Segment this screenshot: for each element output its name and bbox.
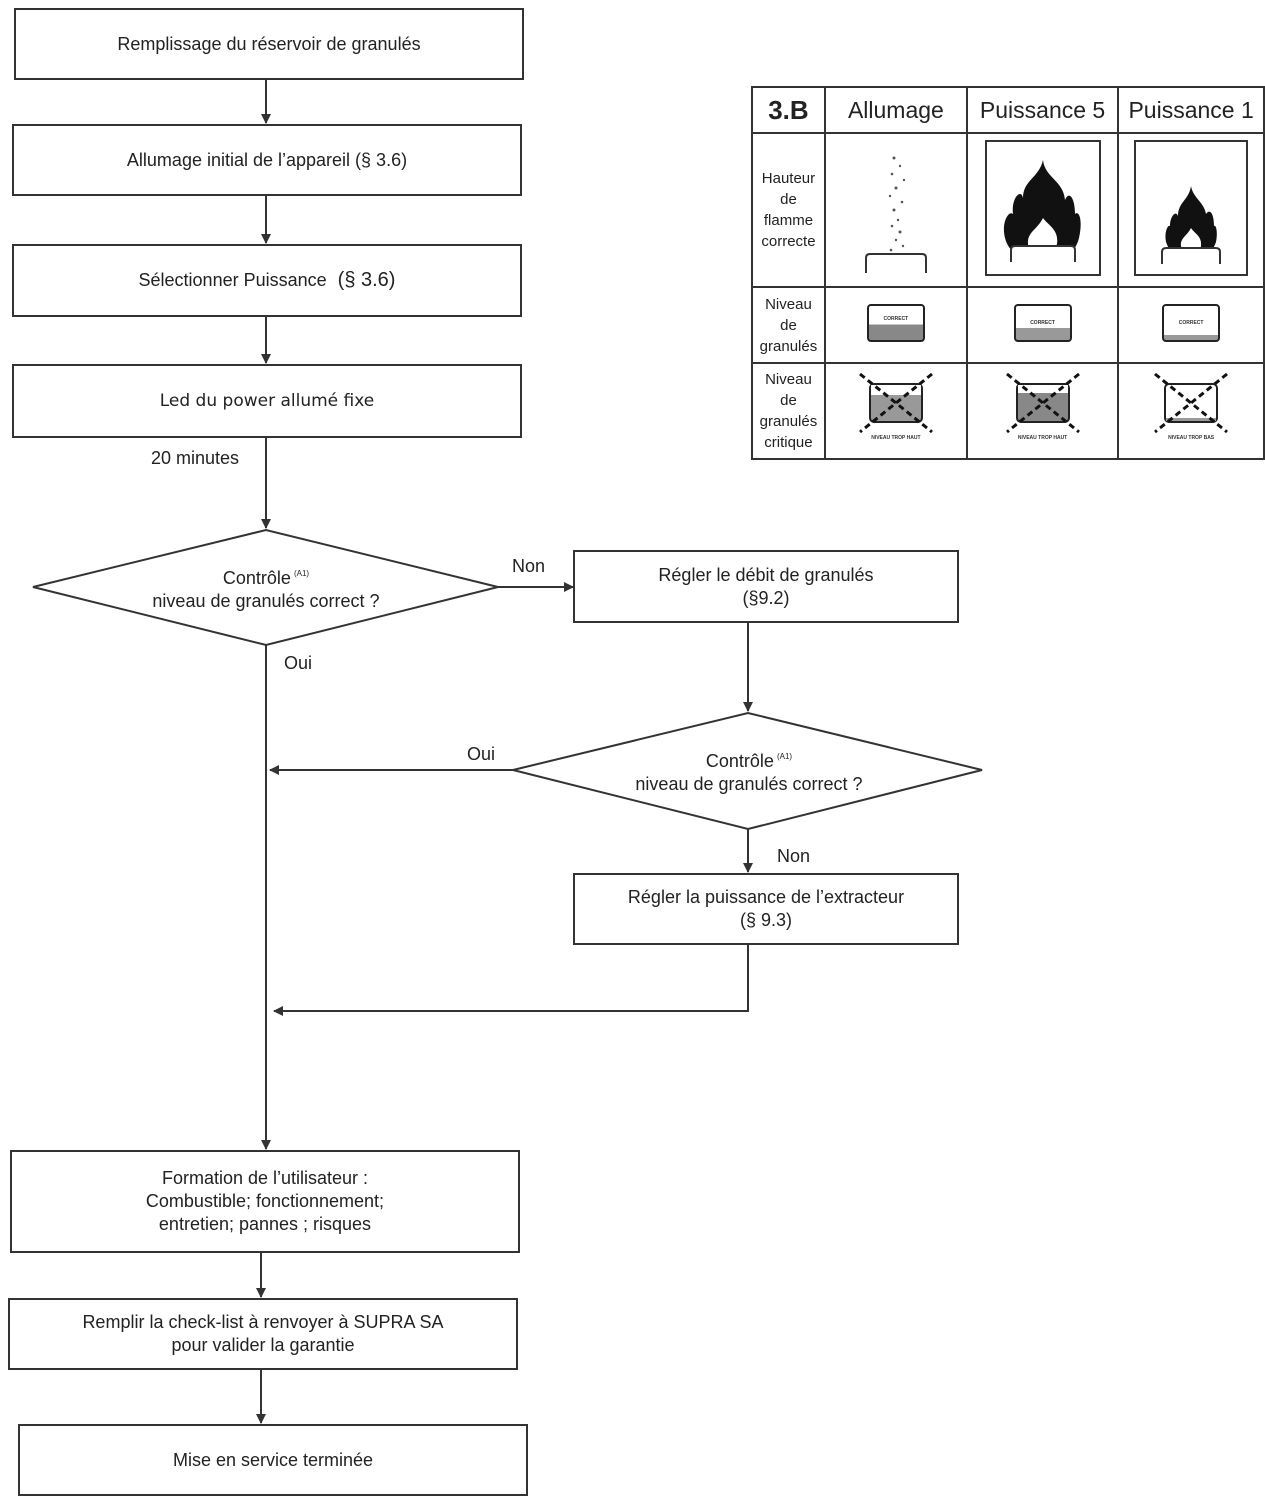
pellet-tray-correct-icon: CORRECT — [1162, 303, 1221, 342]
correct-text-1: CORRECT — [883, 315, 909, 322]
decision2-text: Contrôle(A1) niveau de granulés correct … — [573, 745, 925, 796]
step-fill-tank: Remplissage du réservoir de granulés — [14, 8, 524, 80]
cell-sparks — [823, 132, 968, 288]
row3-l4: critique — [764, 434, 813, 451]
non-label-2: Non — [777, 846, 811, 866]
row1-l3: flamme — [763, 212, 814, 229]
decision2-diamond — [512, 711, 983, 831]
sparks-icon — [864, 156, 927, 273]
row1-l1: Hauteur — [761, 170, 816, 187]
pellet-tray-correct-icon: CORRECT — [1013, 303, 1072, 342]
step-user-training: Formation de l’utilisateur : Combustible… — [10, 1150, 520, 1253]
step-select-power: Sélectionner Puissance (§ 3.6) — [12, 244, 522, 317]
row2-l2: de — [780, 316, 797, 334]
checklist-line1: Remplir la check-list à renvoyer à SUPRA… — [82, 1312, 444, 1332]
adjust2-line2: (§ 9.3) — [739, 910, 793, 930]
step-initial-ignition: Allumage initial de l’appareil (§ 3.6) — [12, 124, 522, 196]
cell-flame-large — [965, 132, 1120, 288]
row3-l3: granulés — [759, 413, 818, 430]
non-label-1: Non — [512, 556, 546, 576]
reference-table-3b: 3.B Allumage Puissance 5 Puissance 1 Hau… — [751, 86, 1265, 460]
row1-l4: correcte — [761, 233, 816, 250]
decision2-sup: (A1) — [776, 752, 793, 761]
decision1-title: Contrôle — [222, 568, 291, 588]
cell-critical-puissance1: NIVEAU TROP BAS — [1117, 362, 1265, 460]
select-power-ref: (§ 3.6) — [337, 269, 396, 291]
step-led-power: Led du power allumé fixe — [12, 364, 522, 438]
decision1-diamond — [32, 528, 499, 647]
step-fill-tank-text: Remplissage du réservoir de granulés — [117, 33, 421, 54]
adjust1-line1: Régler le débit de granulés — [658, 564, 874, 585]
row3-l2: de — [780, 392, 797, 409]
done-text: Mise en service terminée — [172, 1449, 374, 1470]
decision1-sup: (A1) — [293, 569, 310, 578]
critical-high-icon — [858, 372, 933, 434]
training-line1: Formation de l’utilisateur : — [161, 1168, 369, 1188]
row1-l2: de — [780, 191, 797, 208]
training-line3: entretien; pannes ; risques — [158, 1214, 372, 1234]
step-adjust-pellet-flow: Régler le débit de granulés (§9.2) — [573, 550, 959, 623]
row-flame-height-label: Hauteur de flamme correcte — [751, 132, 826, 288]
step-initial-ignition-text: Allumage initial de l’appareil (§ 3.6) — [126, 149, 408, 170]
delay-label: 20 minutes — [151, 448, 240, 468]
row2-l3: granulés — [759, 337, 818, 355]
decision1-line1: Contrôle(A1) — [223, 568, 309, 588]
select-power-label: Sélectionner Puissance — [138, 270, 327, 290]
table-ref: 3.B — [751, 86, 826, 134]
training-line2: Combustible; fonctionnement; — [145, 1191, 385, 1211]
small-flame-icon — [1134, 139, 1249, 276]
adjust1-line2: (§9.2) — [742, 587, 790, 608]
oui-label-2: Oui — [467, 744, 496, 764]
correct-text-3: CORRECT — [1178, 319, 1204, 326]
row2-l1: Niveau — [765, 295, 812, 313]
decision1-line2: niveau de granulés correct ? — [152, 591, 380, 611]
arrow-adjust2-return — [273, 945, 749, 1016]
col-puissance-1: Puissance 1 — [1117, 86, 1265, 134]
large-flame-icon — [984, 139, 1101, 276]
correct-text-2: CORRECT — [1030, 319, 1055, 326]
decision2-title: Contrôle — [705, 751, 774, 771]
critical-low-icon — [1154, 372, 1229, 434]
col-puissance-5: Puissance 5 — [965, 86, 1120, 134]
decision1-text: Contrôle(A1) niveau de granulés correct … — [90, 562, 442, 613]
cell-level-puissance5: CORRECT — [965, 286, 1120, 364]
step-led-power-text: Led du power allumé fixe — [159, 390, 375, 411]
cell-level-allumage: CORRECT — [823, 286, 968, 364]
checklist-line2: pour valider la garantie — [171, 1335, 355, 1355]
critical-high-text-2: NIVEAU TROP HAUT — [1017, 435, 1068, 441]
decision2-line2: niveau de granulés correct ? — [635, 774, 863, 794]
step-adjust-extractor: Régler la puissance de l’extracteur (§ 9… — [573, 873, 959, 945]
row3-l1: Niveau — [765, 371, 812, 388]
pellet-tray-correct-icon: CORRECT — [866, 303, 925, 342]
step-commissioning-done: Mise en service terminée — [18, 1424, 528, 1496]
critical-high-text-1: NIVEAU TROP HAUT — [871, 435, 921, 441]
cell-critical-allumage: NIVEAU TROP HAUT — [823, 362, 968, 460]
cell-flame-small — [1117, 132, 1265, 288]
adjust2-line1: Régler la puissance de l’extracteur — [627, 887, 905, 907]
row-critical-level-label: Niveau de granulés critique — [751, 362, 826, 460]
decision2-line1: Contrôle(A1) — [706, 751, 792, 771]
cell-level-puissance1: CORRECT — [1117, 286, 1265, 364]
col-allumage: Allumage — [823, 86, 968, 134]
table-grid: 3.B Allumage Puissance 5 Puissance 1 Hau… — [751, 86, 1265, 460]
step-select-power-text: Sélectionner Puissance (§ 3.6) — [139, 269, 396, 292]
oui-label-1: Oui — [284, 653, 313, 673]
row-pellet-level-label: Niveau de granulés — [751, 286, 826, 364]
critical-low-text: NIVEAU TROP BAS — [1168, 435, 1215, 441]
critical-high-icon — [1005, 372, 1080, 434]
cell-critical-puissance5: NIVEAU TROP HAUT — [965, 362, 1120, 460]
step-checklist: Remplir la check-list à renvoyer à SUPRA… — [8, 1298, 518, 1370]
